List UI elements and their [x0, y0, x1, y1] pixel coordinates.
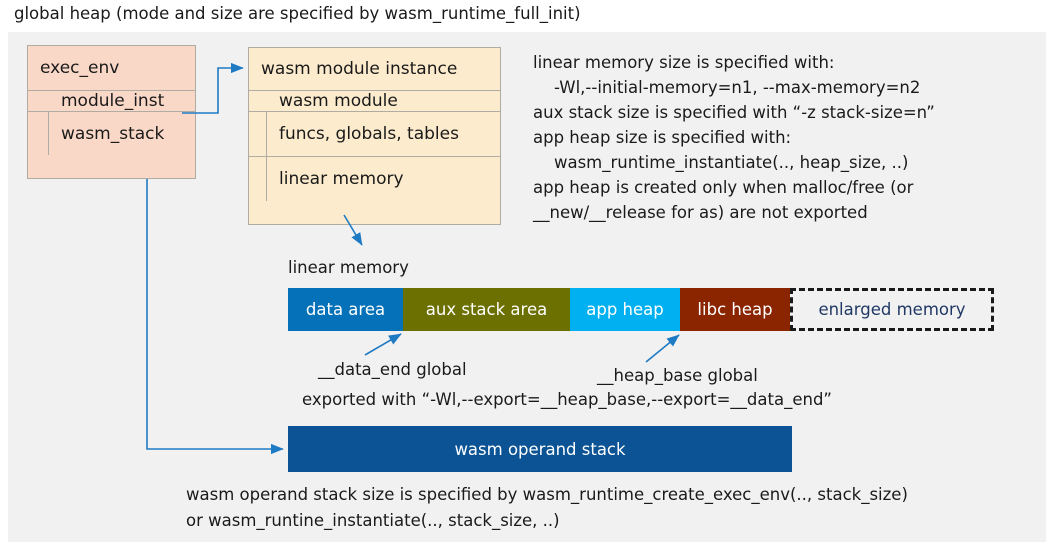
wasm-operand-stack-box: wasm operand stack — [288, 426, 792, 472]
memory-segment-aux-stack-area: aux stack area — [403, 288, 570, 331]
wasm-module-instance-box: wasm module instance wasm module funcs, … — [248, 47, 501, 225]
linear-memory-bar-label: linear memory — [288, 258, 409, 277]
memory-segment-app-heap: app heap — [570, 288, 680, 331]
module-instance-row-label: linear memory — [279, 169, 404, 189]
annotation-exported: exported with “-Wl,--export=__heap_base,… — [302, 390, 832, 409]
module-instance-row-label: wasm module — [279, 91, 398, 111]
page-title: global heap (mode and size are specified… — [14, 4, 581, 23]
exec-env-box: exec_env module_inst wasm_stack — [27, 45, 196, 179]
module-instance-row-funcs-globals-tables: funcs, globals, tables — [249, 111, 500, 156]
exec-env-header: exec_env — [28, 46, 195, 91]
exec-env-row-label: module_inst — [61, 91, 165, 111]
operand-stack-info-text: wasm operand stack size is specified by … — [186, 485, 908, 530]
indent-spacer — [28, 112, 49, 155]
memory-segment-data-area: data area — [288, 288, 403, 331]
indent-spacer — [249, 112, 267, 156]
module-instance-row-linear-memory: linear memory — [249, 156, 500, 201]
annotation-data-end: __data_end global — [318, 360, 467, 379]
annotation-heap-base: __heap_base global — [597, 366, 758, 385]
exec-env-row-label: wasm_stack — [61, 123, 165, 144]
exec-env-row-module-inst: module_inst — [28, 91, 195, 111]
module-instance-header: wasm module instance — [249, 48, 500, 91]
memory-segment-enlarged-memory: enlarged memory — [790, 288, 994, 331]
memory-segment-libc-heap: libc heap — [680, 288, 790, 331]
module-instance-row-label: funcs, globals, tables — [279, 124, 459, 144]
exec-env-row-wasm-stack: wasm_stack — [28, 111, 195, 155]
module-instance-row-wasm-module: wasm module — [249, 91, 500, 111]
indent-spacer — [249, 157, 267, 201]
linear-memory-info-text: linear memory size is specified with: -W… — [533, 53, 935, 222]
